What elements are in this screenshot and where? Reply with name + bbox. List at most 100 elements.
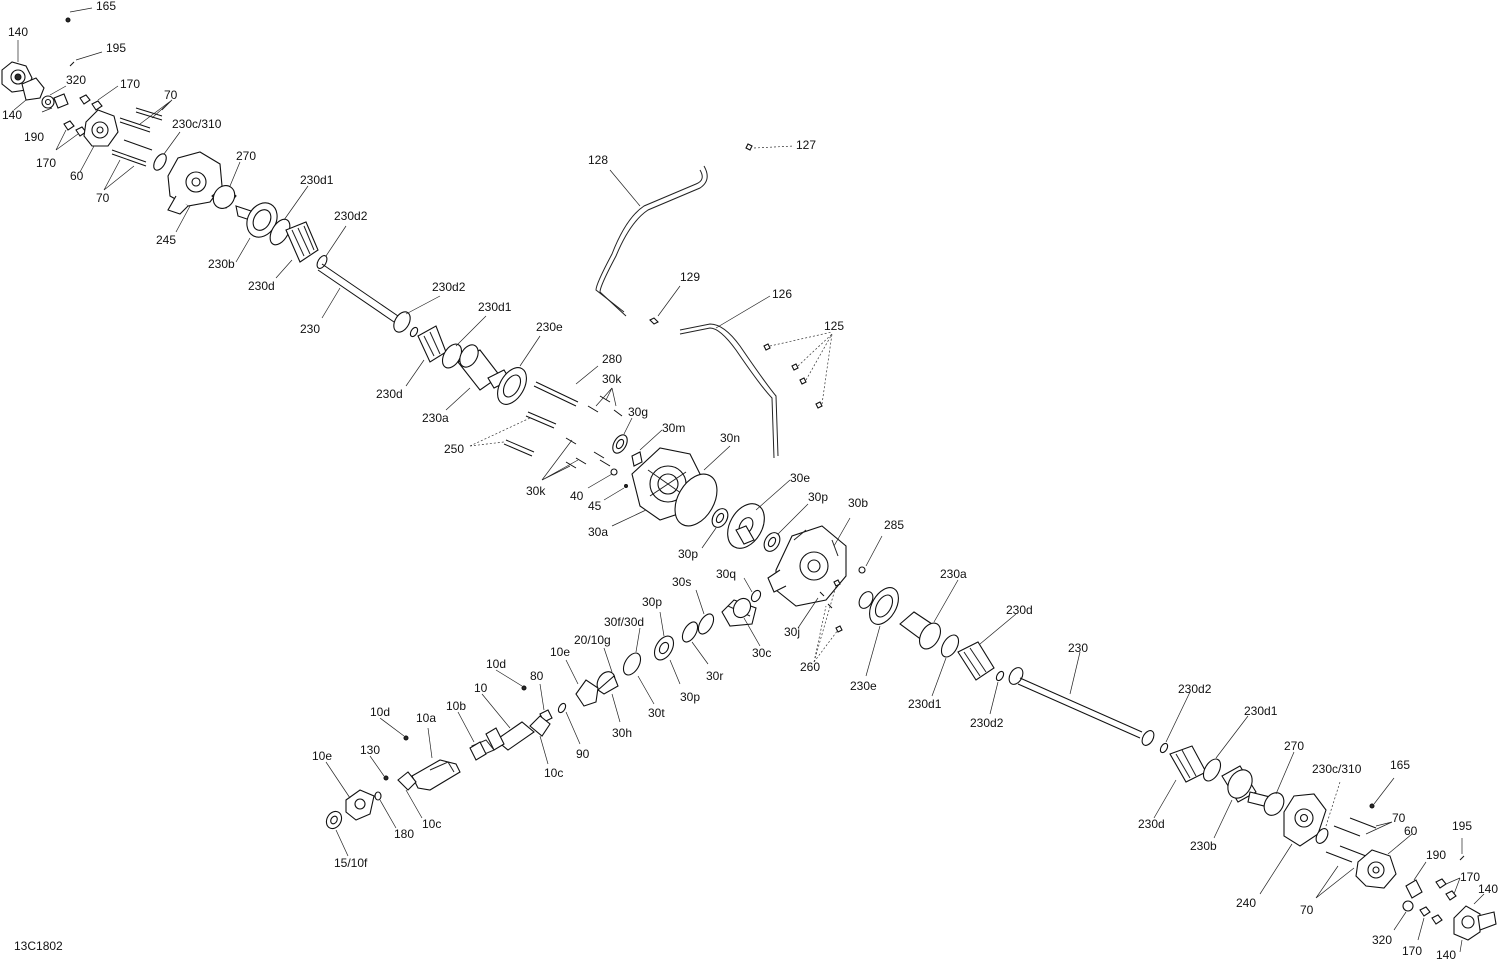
- callout-30k-top: 30k: [602, 372, 622, 386]
- tripod-housing-part: [457, 344, 511, 391]
- callout-230d-top: 230d: [248, 279, 275, 293]
- callout-10a: 10a: [416, 711, 436, 725]
- callout-30m: 30m: [662, 421, 685, 435]
- callout-230-top: 230: [300, 322, 320, 336]
- callout-165-top: 165: [96, 0, 116, 13]
- callout-30e: 30e: [790, 471, 810, 485]
- callout-230d2-right: 230d2: [970, 716, 1004, 730]
- callout-30c: 30c: [752, 646, 771, 660]
- hub-nut-part-right: [1453, 905, 1497, 941]
- callout-230d-right: 230d: [1006, 603, 1033, 617]
- callout-230d2-far: 230d2: [1178, 682, 1212, 696]
- callout-10d-lower: 10d: [370, 705, 390, 719]
- callout-230d2-top: 230d2: [334, 209, 368, 223]
- callout-230d2-mid: 230d2: [432, 280, 466, 294]
- callout-127: 127: [796, 138, 816, 152]
- callout-230c310-top: 230c/310: [172, 117, 222, 131]
- callout-30f30d: 30f/30d: [604, 615, 644, 629]
- callout-230e-right: 230e: [850, 679, 877, 693]
- callout-250: 250: [444, 442, 464, 456]
- callout-30n: 30n: [720, 431, 740, 445]
- callout-245: 245: [156, 233, 176, 247]
- callout-20-10g: 20/10g: [574, 633, 611, 647]
- callout-30a: 30a: [588, 525, 608, 539]
- callout-10b: 10b: [446, 699, 466, 713]
- bolt-parts: [469, 365, 628, 501]
- callout-190-right: 190: [1426, 848, 1446, 862]
- callout-140-right-top: 140: [1478, 882, 1498, 896]
- propshaft-part: [471, 721, 535, 757]
- callout-320-top: 320: [66, 73, 86, 87]
- knuckle-part-right: [1283, 793, 1327, 847]
- callout-70-right-top: 70: [1392, 811, 1406, 825]
- callout-10: 10: [474, 681, 488, 695]
- callout-180: 180: [394, 827, 414, 841]
- callout-30k-bottom: 30k: [526, 484, 546, 498]
- pinion-shaft-part: [721, 597, 757, 627]
- callout-170-right-bottom: 170: [1402, 944, 1422, 958]
- callout-45: 45: [588, 499, 602, 513]
- callout-170-left: 170: [36, 156, 56, 170]
- wheel-stud-parts: [111, 107, 163, 167]
- lower-driveshaft-assembly: [858, 579, 1497, 953]
- callout-195-top: 195: [106, 41, 126, 55]
- callout-230d1-top: 230d1: [300, 173, 334, 187]
- gearbox-housing-part: [767, 525, 847, 607]
- callout-140-right-bottom: 140: [1436, 948, 1456, 962]
- callout-70-left: 70: [96, 191, 110, 205]
- callout-270-right: 270: [1284, 739, 1304, 753]
- callout-70-top: 70: [164, 88, 178, 102]
- callout-30p-low: 30p: [680, 690, 700, 704]
- ring-gear-part: [727, 503, 765, 549]
- callout-30j: 30j: [784, 625, 800, 639]
- callout-270-top: 270: [236, 149, 256, 163]
- callout-10c-lower: 10c: [422, 817, 441, 831]
- callout-30s: 30s: [672, 575, 691, 589]
- callout-125: 125: [824, 319, 844, 333]
- callout-40: 40: [570, 489, 584, 503]
- callout-70-right-bottom: 70: [1300, 903, 1314, 917]
- callout-30r: 30r: [706, 669, 723, 683]
- upper-driveshaft-assembly: [235, 185, 541, 411]
- callout-230d1-far: 230d1: [1244, 704, 1278, 718]
- slip-yoke-part: [411, 759, 461, 791]
- callout-15-10f: 15/10f: [334, 856, 368, 870]
- callout-260: 260: [800, 660, 820, 674]
- callout-230-right: 230: [1068, 641, 1088, 655]
- callout-230a-top: 230a: [422, 411, 449, 425]
- callout-129: 129: [680, 270, 700, 284]
- callout-80: 80: [530, 669, 544, 683]
- callout-30p-mid: 30p: [642, 595, 662, 609]
- flange-yoke-part: [345, 789, 375, 821]
- callout-10d-upper: 10d: [486, 657, 506, 671]
- callout-320-right: 320: [1372, 933, 1392, 947]
- callout-30t: 30t: [648, 706, 665, 720]
- callout-130: 130: [360, 743, 380, 757]
- callout-140-left: 140: [2, 108, 22, 122]
- callout-230d-mid: 230d: [376, 387, 403, 401]
- callout-30g: 30g: [628, 405, 648, 419]
- callout-195-right: 195: [1452, 819, 1472, 833]
- callout-190-left: 190: [24, 130, 44, 144]
- wheel-hub-part-right: [1355, 849, 1397, 889]
- bearing-part: [211, 185, 237, 209]
- callout-60-right: 60: [1404, 824, 1418, 838]
- callout-30q: 30q: [716, 567, 736, 581]
- callout-285: 285: [884, 518, 904, 532]
- callout-90: 90: [576, 747, 590, 761]
- cv-boot-part: [285, 221, 319, 263]
- callout-240: 240: [1236, 896, 1256, 910]
- callout-128: 128: [588, 153, 608, 167]
- callout-230d1-mid: 230d1: [478, 300, 512, 314]
- diagram-id: 13C1802: [14, 939, 63, 953]
- callout-10e-lower: 10e: [312, 749, 332, 763]
- callout-230a-right: 230a: [940, 567, 967, 581]
- callout-126: 126: [772, 287, 792, 301]
- input-stack: [325, 589, 715, 857]
- callout-170-top: 170: [120, 77, 140, 91]
- callout-10c-upper: 10c: [544, 766, 563, 780]
- callout-30p-left: 30p: [678, 547, 698, 561]
- callout-60-left: 60: [70, 169, 84, 183]
